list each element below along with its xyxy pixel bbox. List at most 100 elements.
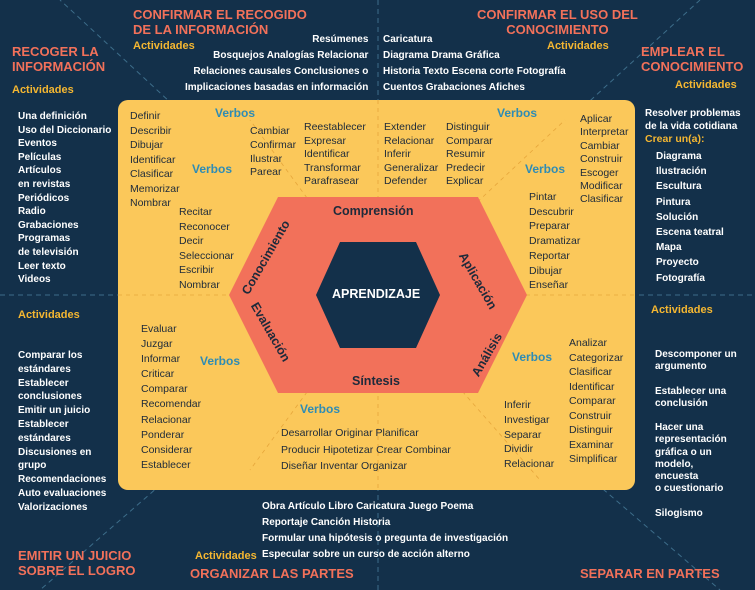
list-item: Defender <box>384 175 428 188</box>
list-item: representación <box>655 434 727 446</box>
list-item: Investigar <box>504 413 550 426</box>
level-comprension: Comprensión <box>333 204 414 218</box>
list-item: Solución <box>656 211 699 223</box>
list-item: Resumir <box>446 148 486 161</box>
list-item: Dividir <box>504 443 534 456</box>
list-item: Pintar <box>529 191 557 203</box>
list-item: Descubrir <box>529 205 574 218</box>
list-item: Relaciones causales Conclusiones o <box>193 66 369 77</box>
list-item: Establecer una <box>655 385 727 397</box>
list-item: Valorizaciones <box>18 501 88 513</box>
list-item: Expresar <box>304 134 347 147</box>
heading-recoger: RECOGER LA INFORMACIÓN <box>12 44 106 74</box>
list-item: Aplicar <box>580 113 613 125</box>
list-item: Leer texto <box>18 260 66 272</box>
list-item: Parafrasear <box>304 175 359 188</box>
list-item: Escultura <box>656 181 702 193</box>
list-item: Preparar <box>529 220 570 233</box>
list-item: Emitir un juicio <box>18 405 91 417</box>
list-item: Ilustrar <box>250 152 283 165</box>
list-item: Analizar <box>569 337 607 349</box>
list-item: en revistas <box>18 178 71 190</box>
verbs-label-comprension-left: Verbos <box>215 106 256 120</box>
list-item: Criticar <box>141 368 175 381</box>
heading-organizar: ORGANIZAR LAS PARTES <box>190 566 354 581</box>
list-item: Transformar <box>304 161 361 174</box>
list-item: Extender <box>384 121 427 133</box>
list-item: modelo, <box>655 458 694 470</box>
list-item: Producir Hipotetizar Crear Combinar <box>281 443 451 456</box>
list-item: Recitar <box>179 206 213 218</box>
list-item: grupo <box>18 460 47 472</box>
list-item: Juzgar <box>141 338 173 351</box>
list-item: Categorizar <box>569 351 624 364</box>
activities-label-confirmar-uso: Actividades <box>547 40 609 52</box>
core-label: APRENDIZAJE <box>332 287 421 301</box>
list-item: Descomponer un <box>655 349 737 360</box>
list-item: de televisión <box>18 246 79 258</box>
list-item: Considerar <box>141 443 193 456</box>
heading-emitir: EMITIR UN JUICIO SOBRE EL LOGRO <box>18 548 136 578</box>
list-item: Grabaciones <box>18 219 79 231</box>
list-item: conclusión <box>655 397 708 409</box>
list-item: Dramatizar <box>529 235 581 248</box>
verbs-label-sintesis: Verbos <box>300 402 341 416</box>
heading-confirmar-uso: CONFIRMAR EL USO DEL CONOCIMIENTO <box>477 7 638 37</box>
list-item: Diagrama <box>656 151 702 162</box>
list-item: Generalizar <box>384 161 439 174</box>
list-item: Mapa <box>656 242 682 254</box>
list-item: Ilustración <box>656 166 707 178</box>
activities-label-recoger: Actividades <box>12 84 74 96</box>
list-item: Pintura <box>656 196 691 208</box>
list-item: Examinar <box>569 438 614 451</box>
list-item: Recomendaciones <box>18 474 107 486</box>
list-item: Eventos <box>18 138 57 150</box>
list-item: Establecer <box>141 458 191 471</box>
list-item: Identificar <box>304 148 350 161</box>
list-item: Comparar <box>569 395 616 407</box>
list-item: Establecer <box>18 418 69 430</box>
core-hexagon <box>316 242 440 348</box>
list-item: Diagrama Drama Gráfica <box>383 50 500 61</box>
list-item: Hacer una <box>655 422 704 434</box>
list-item: Decir <box>179 235 204 248</box>
list-item: argumento <box>655 361 707 373</box>
list-item: estándares <box>18 432 71 444</box>
list-item: Especular sobre un curso de acción alter… <box>262 549 470 560</box>
list-item: estándares <box>18 363 71 375</box>
activities-label-confirmar-recogido: Actividades <box>133 40 195 52</box>
list-item: Informar <box>141 353 181 366</box>
list-item: Radio <box>18 206 46 218</box>
list-item: Identificar <box>130 153 176 166</box>
list-item: Relacionar <box>141 413 192 426</box>
list-item: Parear <box>250 166 282 179</box>
activities-emplear-intro: Resolver problemas de la vida cotidiana <box>645 108 741 132</box>
verbs-label-comprension-right: Verbos <box>497 106 538 120</box>
list-item: Reportaje Canción Historia <box>262 517 391 528</box>
list-item: Modificar <box>580 180 623 193</box>
list-item: Uso del Diccionario <box>18 124 112 136</box>
list-item <box>655 373 737 385</box>
list-item: Resúmenes <box>312 34 369 45</box>
list-item: Fotografía <box>656 272 705 284</box>
list-item: Obra Artículo Libro Caricatura Juego Poe… <box>262 501 474 512</box>
list-item: Inferir <box>504 399 531 411</box>
activities-organizar: Obra Artículo Libro Caricatura Juego Poe… <box>262 499 508 563</box>
list-item: Clasificar <box>580 193 624 206</box>
list-item: Proyecto <box>656 257 699 269</box>
list-item: Memorizar <box>130 182 180 195</box>
